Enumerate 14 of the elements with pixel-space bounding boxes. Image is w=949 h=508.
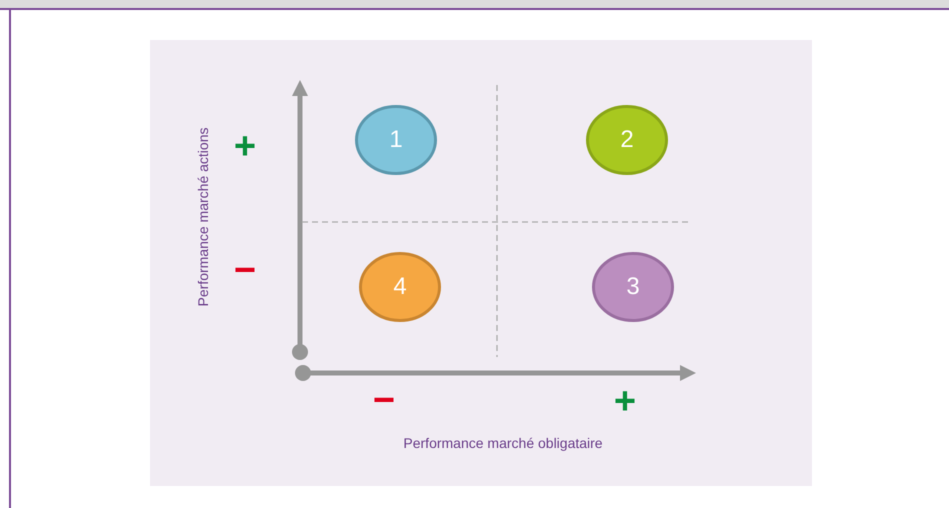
quadrant-ellipse <box>586 105 668 175</box>
minus-sign: − <box>372 380 396 422</box>
quadrant-number: 2 <box>619 125 635 155</box>
axis-title: Performance marché actions <box>195 128 211 306</box>
quadrant-ellipse <box>359 252 441 322</box>
plus-sign: + <box>234 126 256 168</box>
quadrant-ellipse <box>592 252 674 322</box>
quadrant-number: 1 <box>388 125 404 155</box>
plus-sign: + <box>614 380 636 424</box>
minus-sign: − <box>234 250 256 292</box>
quadrant-number: 3 <box>625 272 641 302</box>
quadrant-number: 4 <box>392 272 408 302</box>
quadrant-ellipse <box>355 105 437 175</box>
axis-title: Performance marché obligataire <box>403 435 603 451</box>
